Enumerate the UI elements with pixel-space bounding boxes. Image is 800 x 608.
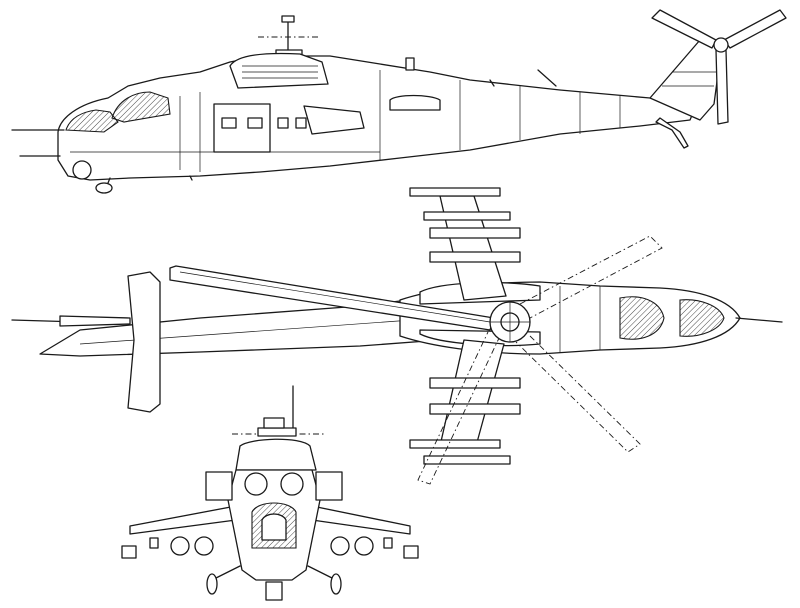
side-view <box>11 9 787 194</box>
side-stub-wing <box>303 105 365 135</box>
top-view <box>11 187 783 485</box>
side-rear-canopy <box>111 91 171 123</box>
top-weapon-pylons <box>409 187 521 465</box>
front-view <box>121 385 419 601</box>
top-lower-wing <box>439 339 505 447</box>
top-front-canopy <box>679 299 725 337</box>
side-mast <box>258 15 320 59</box>
side-fuselage <box>57 55 701 181</box>
front-right-wing <box>311 505 411 535</box>
front-right-intake <box>280 472 304 496</box>
side-tail-rotor <box>651 9 787 125</box>
top-rear-canopy <box>619 296 665 340</box>
top-horizontal-stabilizer <box>127 271 161 413</box>
front-left-intake <box>244 472 268 496</box>
front-left-wing <box>129 505 237 535</box>
side-engine-housing <box>229 52 329 89</box>
